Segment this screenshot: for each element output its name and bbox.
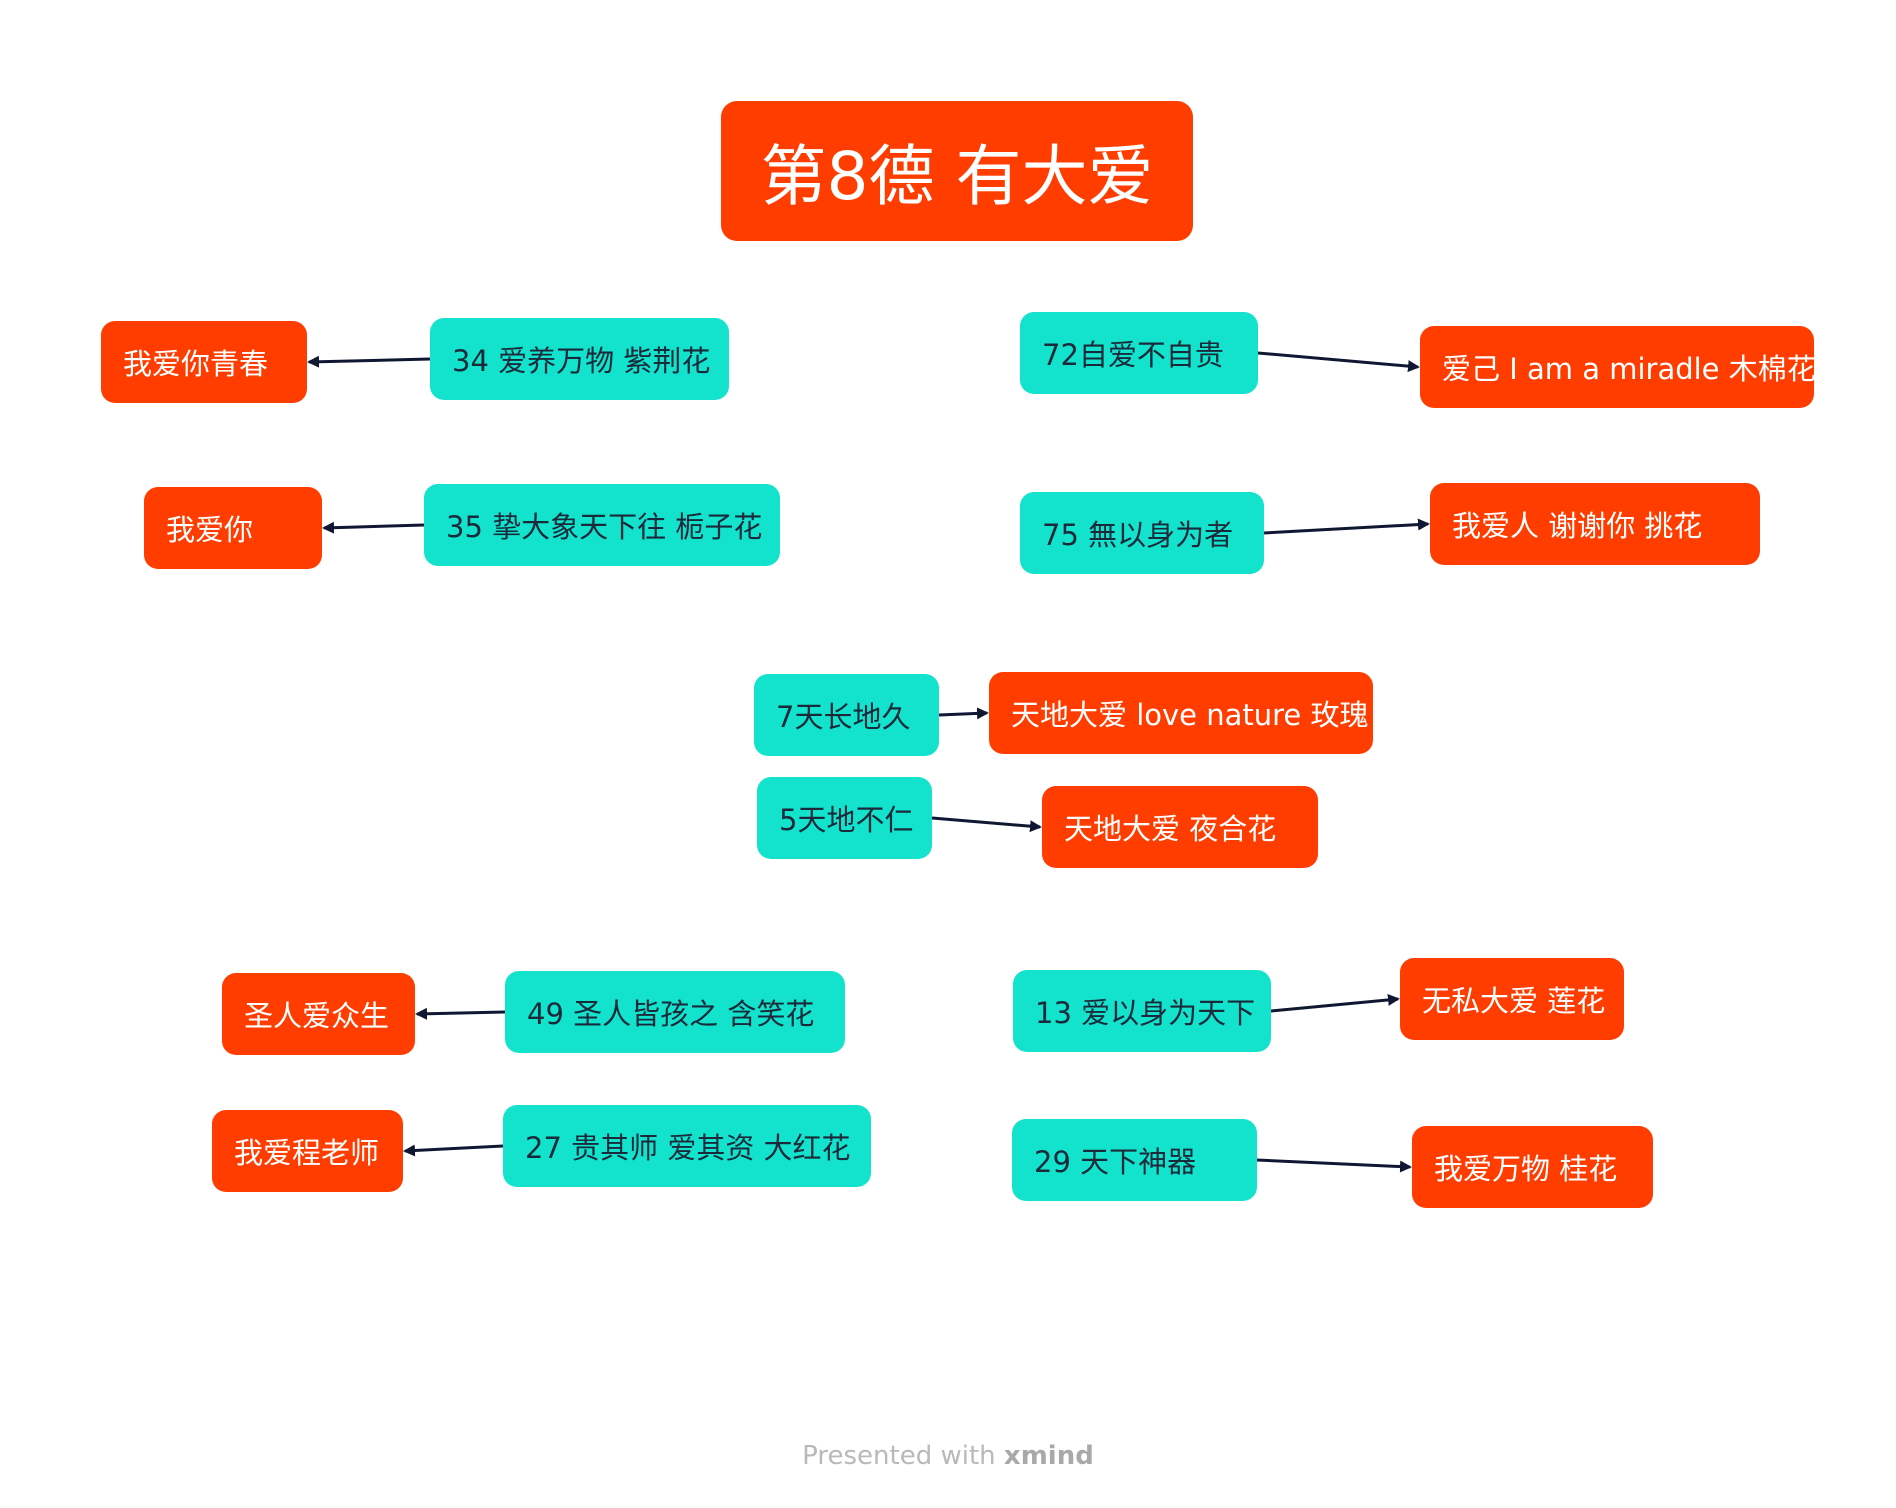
result-49[interactable]: 圣人爱众生 xyxy=(222,973,415,1055)
result-label: 爱己 I am a miradle 木棉花 xyxy=(1442,352,1814,386)
result-label: 无私大爱 莲花 xyxy=(1422,984,1606,1018)
result-label: 天地大爱 love nature 玫瑰 xyxy=(1011,698,1369,732)
central-topic[interactable]: 第8德 有大爱 xyxy=(721,101,1193,241)
topic-label: 13 爱以身为天下 xyxy=(1035,996,1256,1030)
connector-t29-r29 xyxy=(1256,1158,1412,1173)
connector-t34-r34 xyxy=(307,355,431,368)
topic-7[interactable]: 7天长地久 xyxy=(754,674,939,756)
footer-brand: xmind xyxy=(1003,1441,1094,1471)
topic-label: 5天地不仁 xyxy=(779,803,914,837)
footer-credit: Presented with xmind xyxy=(0,1441,1896,1471)
topic-label: 49 圣人皆孩之 含笑花 xyxy=(527,997,815,1031)
connector-t72-r72 xyxy=(1257,351,1420,373)
topic-35[interactable]: 35 挚大象天下往 栀子花 xyxy=(424,484,780,566)
connector-t13-r13 xyxy=(1270,993,1400,1013)
result-label: 我爱你青春 xyxy=(123,347,269,381)
result-7[interactable]: 天地大爱 love nature 玫瑰 xyxy=(989,672,1373,754)
result-72[interactable]: 爱己 I am a miradle 木棉花 xyxy=(1420,326,1814,408)
result-label: 天地大爱 夜合花 xyxy=(1064,812,1277,846)
result-5[interactable]: 天地大爱 夜合花 xyxy=(1042,786,1318,868)
connector-t75-r75 xyxy=(1263,518,1430,535)
topic-27[interactable]: 27 贵其师 爱其资 大红花 xyxy=(503,1105,871,1187)
result-35[interactable]: 我爱你 xyxy=(144,487,322,569)
connector-t7-r7 xyxy=(938,707,989,720)
topic-5[interactable]: 5天地不仁 xyxy=(757,777,932,859)
connector-t5-r5 xyxy=(931,816,1042,833)
result-29[interactable]: 我爱万物 桂花 xyxy=(1412,1126,1653,1208)
topic-13[interactable]: 13 爱以身为天下 xyxy=(1013,970,1271,1052)
connector-t35-r35 xyxy=(322,521,425,534)
result-label: 我爱人 谢谢你 挑花 xyxy=(1452,509,1703,543)
central-topic-label: 第8德 有大爱 xyxy=(760,138,1154,215)
result-label: 我爱万物 桂花 xyxy=(1434,1152,1618,1186)
topic-label: 7天长地久 xyxy=(776,700,911,734)
result-75[interactable]: 我爱人 谢谢你 挑花 xyxy=(1430,483,1760,565)
footer-prefix: Presented with xyxy=(802,1441,1004,1471)
topic-75[interactable]: 75 無以身为者 xyxy=(1020,492,1264,574)
result-label: 圣人爱众生 xyxy=(244,999,390,1033)
connector-t27-r27 xyxy=(403,1144,504,1157)
connector-t49-r49 xyxy=(415,1007,506,1020)
result-label: 我爱你 xyxy=(166,513,254,547)
result-label: 我爱程老师 xyxy=(234,1136,380,1170)
topic-label: 27 贵其师 爱其资 大红花 xyxy=(525,1131,851,1165)
topic-72[interactable]: 72自爱不自贵 xyxy=(1020,312,1258,394)
result-34[interactable]: 我爱你青春 xyxy=(101,321,307,403)
topic-label: 29 天下神器 xyxy=(1034,1145,1197,1179)
topic-29[interactable]: 29 天下神器 xyxy=(1012,1119,1257,1201)
topic-label: 75 無以身为者 xyxy=(1042,518,1234,552)
result-13[interactable]: 无私大爱 莲花 xyxy=(1400,958,1624,1040)
topic-label: 35 挚大象天下往 栀子花 xyxy=(446,510,763,544)
topic-34[interactable]: 34 爱养万物 紫荆花 xyxy=(430,318,729,400)
topic-label: 34 爱养万物 紫荆花 xyxy=(452,344,711,378)
topic-49[interactable]: 49 圣人皆孩之 含笑花 xyxy=(505,971,845,1053)
topic-label: 72自爱不自贵 xyxy=(1042,338,1224,372)
result-27[interactable]: 我爱程老师 xyxy=(212,1110,403,1192)
